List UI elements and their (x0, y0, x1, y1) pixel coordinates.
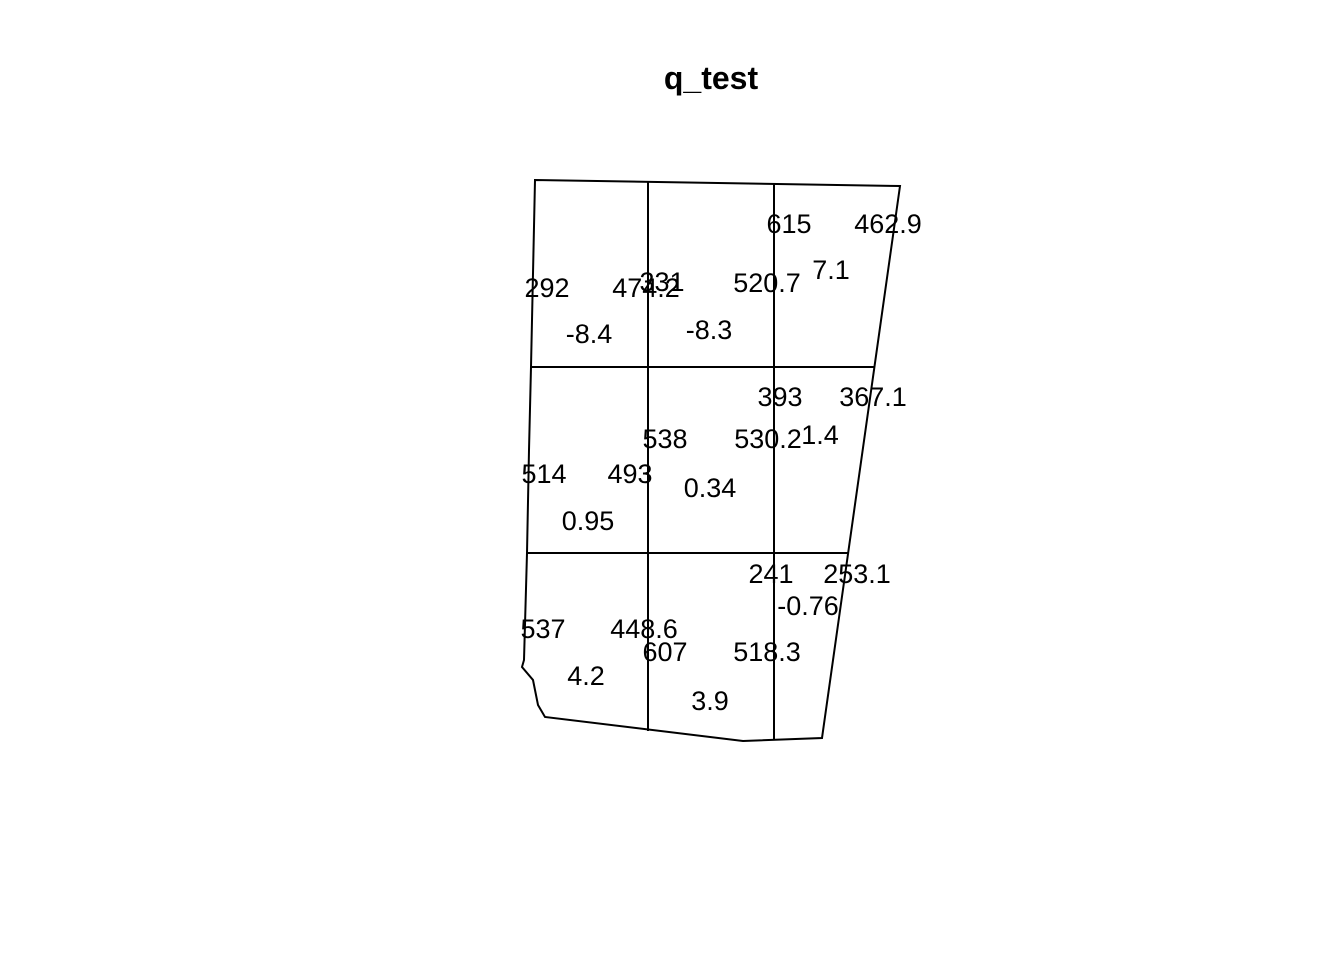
map-label: 518.3 (733, 637, 801, 667)
map-label: 4.2 (567, 661, 605, 691)
map-label: 292 (524, 273, 569, 303)
map-label: 607 (642, 637, 687, 667)
map-label: 0.95 (562, 506, 615, 536)
map-label: 462.9 (854, 209, 922, 239)
map-label: 493 (607, 459, 652, 489)
map-label: 1.4 (801, 420, 839, 450)
map-label: 0.34 (684, 473, 737, 503)
map-label: 7.1 (812, 255, 850, 285)
map-label: 514 (521, 459, 566, 489)
map-label: 367.1 (839, 382, 907, 412)
map-label: -8.4 (566, 319, 613, 349)
map-label: -0.76 (777, 591, 839, 621)
map-label: 241 (748, 559, 793, 589)
chart-title: q_test (663, 60, 759, 96)
map-label: 393 (757, 382, 802, 412)
map-label: 530.2 (734, 424, 802, 454)
map-label: 538 (642, 424, 687, 454)
map-label: 3.9 (691, 686, 729, 716)
map-label: -8.3 (686, 315, 733, 345)
map-label: 474.2 (612, 273, 680, 303)
map-label: 520.7 (733, 268, 801, 298)
map-label: 537 (520, 614, 565, 644)
map-label: 448.6 (610, 614, 678, 644)
map-label: 615 (766, 209, 811, 239)
map-label: 331 (639, 267, 684, 297)
map-outline (520, 178, 902, 743)
map-label: 253.1 (823, 559, 891, 589)
